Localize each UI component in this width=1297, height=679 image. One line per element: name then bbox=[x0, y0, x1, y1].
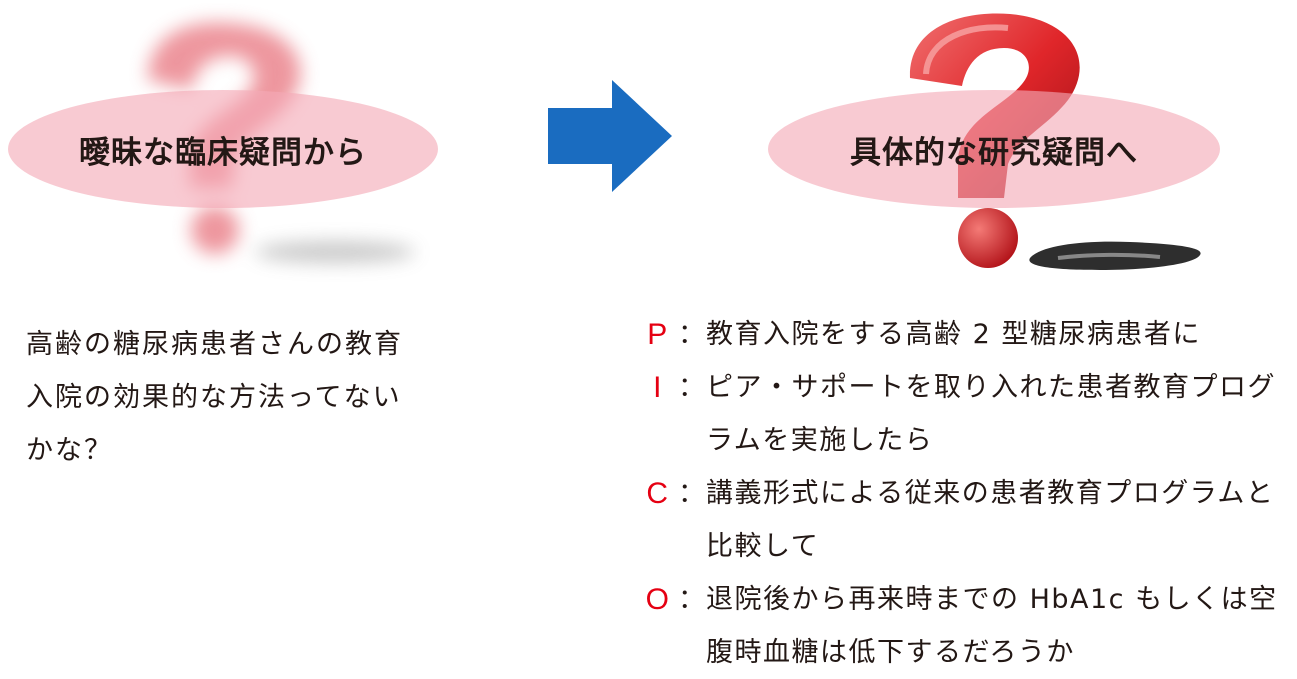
pico-text: 講義形式による従来の患者教育プログラムと比較して bbox=[706, 478, 1275, 562]
pico-separator: ： bbox=[678, 372, 707, 403]
pico-item-i: I ： ピア・サポートを取り入れた患者教育プログラムを実施したら bbox=[638, 361, 1293, 467]
pico-text: 教育入院をする高齢 2 型糖尿病患者に bbox=[706, 319, 1201, 350]
right-arrow-icon bbox=[548, 80, 672, 192]
pico-text: ピア・サポートを取り入れた患者教育プログラムを実施したら bbox=[706, 372, 1276, 456]
vague-clinical-question-ellipse: 曖昧な臨床疑問から bbox=[8, 90, 438, 208]
pico-key: O bbox=[645, 583, 671, 616]
pico-key: P bbox=[647, 318, 669, 351]
pico-key: C bbox=[646, 477, 670, 510]
pico-item-c: C ： 講義形式による従来の患者教育プログラムと比較して bbox=[638, 467, 1293, 573]
pico-list: P ： 教育入院をする高齢 2 型糖尿病患者に I ： ピア・サポートを取り入れ… bbox=[638, 308, 1293, 679]
vague-clinical-question-label: 曖昧な臨床疑問から bbox=[79, 134, 367, 171]
pico-key: I bbox=[653, 371, 663, 404]
pico-item-p: P ： 教育入院をする高齢 2 型糖尿病患者に bbox=[638, 308, 1293, 361]
clinical-question-text: 高齢の糖尿病患者さんの教育入院の効果的な方法ってないかな？ bbox=[26, 329, 403, 466]
pico-separator: ： bbox=[678, 478, 707, 509]
pico-separator: ： bbox=[678, 584, 707, 615]
pico-item-o: O ： 退院後から再来時までの HbA1c もしくは空腹時血糖は低下するだろうか bbox=[638, 573, 1293, 679]
pico-separator: ： bbox=[678, 319, 707, 350]
question-mark-icon bbox=[909, 13, 1201, 270]
blurred-question-mark-icon bbox=[148, 22, 415, 263]
pico-text: 退院後から再来時までの HbA1c もしくは空腹時血糖は低下するだろうか bbox=[706, 584, 1278, 668]
specific-research-question-label: 具体的な研究疑問へ bbox=[850, 134, 1138, 171]
specific-research-question-ellipse: 具体的な研究疑問へ bbox=[768, 90, 1220, 208]
